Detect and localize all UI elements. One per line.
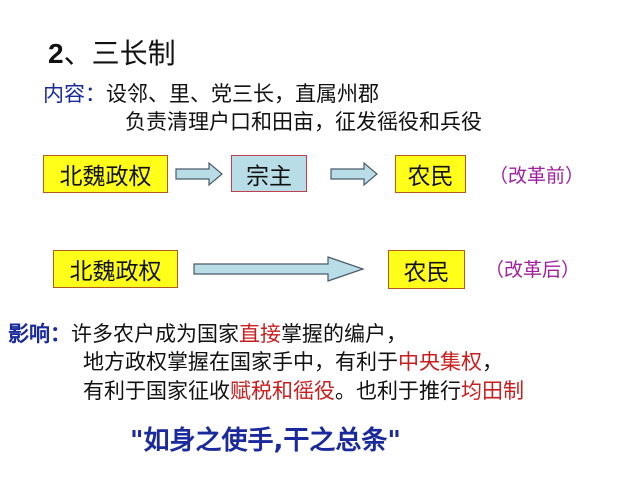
impact-highlight: 均田制 xyxy=(461,379,524,403)
content-line-1: 内容：设邻、里、党三长，直属州郡 xyxy=(43,80,379,108)
impact-line-2: 地方政权掌握在国家手中，有利于中央集权， xyxy=(83,348,503,376)
title-separator: 、 xyxy=(63,38,92,69)
arrow-right-icon xyxy=(175,161,223,187)
impact-text: 许多农户成为国家 xyxy=(71,322,239,346)
node-clan-lord: 宗主 xyxy=(231,155,307,192)
impact-highlight: 直接 xyxy=(239,322,281,346)
impact-text: 有利于国家征收 xyxy=(83,379,230,403)
node-peasants: 农民 xyxy=(388,250,465,289)
impact-line-3: 有利于国家征收赋税和徭役。也利于推行均田制 xyxy=(83,377,524,405)
impact-label: 影响： xyxy=(8,322,71,346)
note-after-reform: （改革后） xyxy=(485,259,581,281)
impact-text: 地方政权掌握在国家手中，有利于 xyxy=(83,350,398,374)
quote-text: "如身之使手,干之总条" xyxy=(130,426,401,456)
impact-text: 掌握的编户， xyxy=(281,322,407,346)
node-label: 农民 xyxy=(407,164,454,190)
node-beiwei-regime: 北魏政权 xyxy=(53,250,178,288)
node-label: 农民 xyxy=(403,259,450,286)
arrow-right-long-icon xyxy=(193,256,365,282)
content-text-1: 设邻、里、党三长，直属州郡 xyxy=(106,82,379,106)
title-text: 三长制 xyxy=(91,38,176,69)
title-number: 2 xyxy=(48,38,64,69)
content-line-2: 负责清理户口和田亩，征发徭役和兵役 xyxy=(125,108,482,136)
slide-title: 2、三长制 xyxy=(48,36,176,72)
content-text-2: 负责清理户口和田亩，征发徭役和兵役 xyxy=(125,110,482,134)
impact-line-1: 影响：许多农户成为国家直接掌握的编户， xyxy=(8,320,407,348)
node-label: 北魏政权 xyxy=(69,259,162,285)
impact-highlight: 赋税和徭役 xyxy=(230,379,335,403)
content-label: 内容： xyxy=(43,82,106,106)
node-label: 宗主 xyxy=(246,163,292,190)
impact-text: 。也利于推行 xyxy=(335,379,461,403)
node-beiwei-regime: 北魏政权 xyxy=(43,155,168,193)
impact-highlight: 中央集权 xyxy=(398,350,482,374)
node-peasants: 农民 xyxy=(395,155,466,193)
node-label: 北魏政权 xyxy=(59,164,152,190)
impact-text: ， xyxy=(482,350,503,374)
arrow-right-icon xyxy=(330,161,378,187)
note-before-reform: （改革前） xyxy=(489,165,585,187)
